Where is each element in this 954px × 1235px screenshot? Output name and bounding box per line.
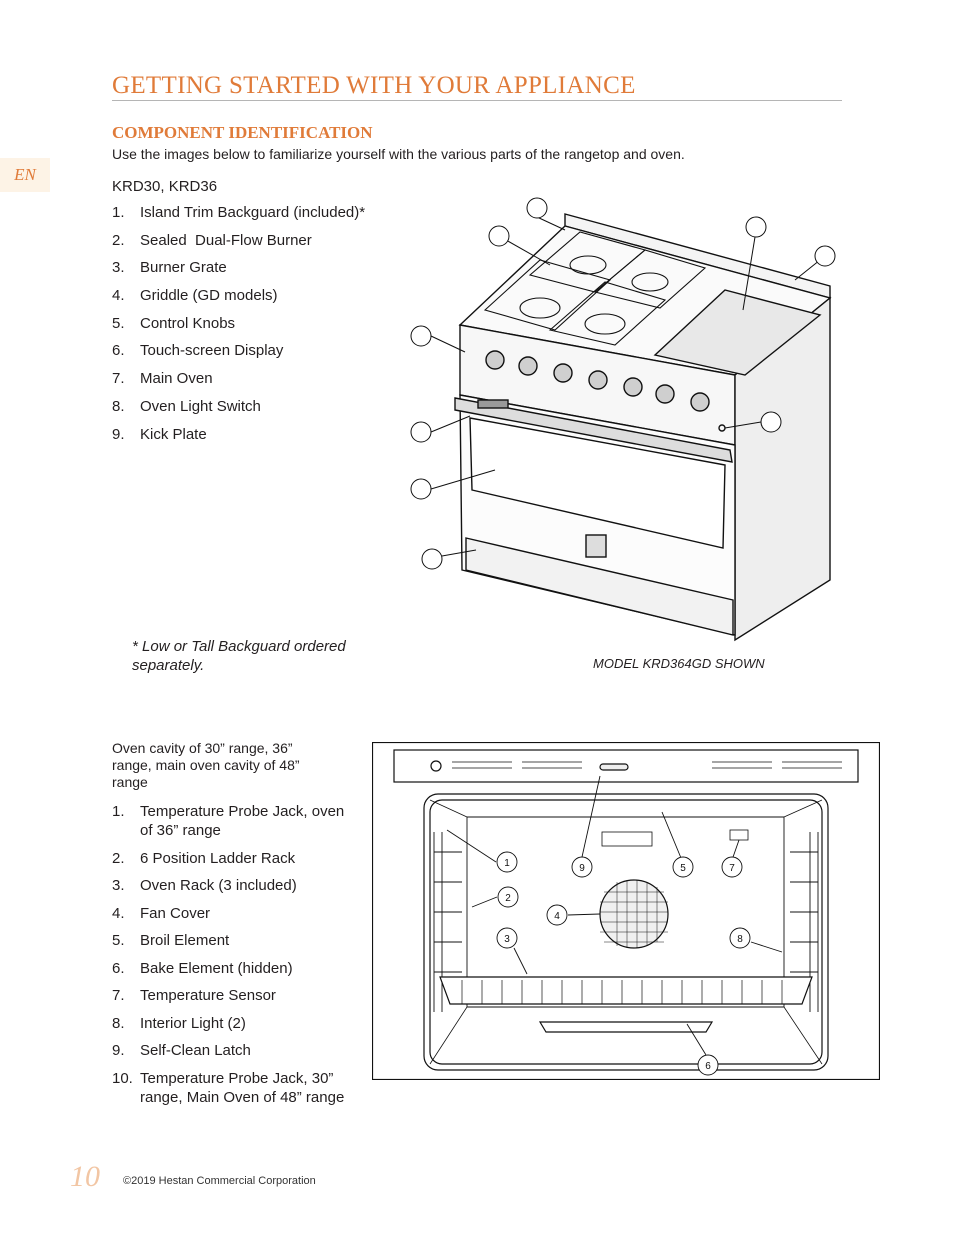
item-number: 8. (112, 1014, 125, 1032)
item-label: Temperature Probe Jack, oven (140, 803, 345, 820)
item-label: Broil Element (140, 932, 230, 949)
item-label-continued: of 36” range (140, 822, 221, 839)
item-label: Oven Light Switch (140, 397, 261, 415)
item-label: Burner Grate (140, 259, 227, 277)
callout-label: 4 (554, 911, 560, 922)
callout-label: 6 (705, 1061, 711, 1072)
item-label: Bake Element (hidden) (140, 959, 293, 977)
item-label: Kick Plate (140, 425, 207, 443)
page-number: 10 (70, 1160, 100, 1193)
item-label: Sealed Dual-Flow Burner (140, 231, 312, 249)
item-number: 8. (112, 397, 125, 415)
item-number: 1. (112, 204, 125, 221)
list-item: 6. Bake Element (hidden) (112, 959, 344, 978)
list-item: 8. Oven Light Switch (112, 397, 365, 416)
callout-label: 3 (504, 934, 510, 945)
item-number: 9. (112, 425, 125, 443)
item-label: Main Oven (140, 370, 213, 388)
oven-cavity-illustration: 1 2 3 4 5 6 7 8 9 (372, 742, 880, 1080)
list-item: 10. Temperature Probe Jack, 30”range, Mai… (112, 1069, 344, 1107)
copyright-notice: ©2019 Hestan Commercial Corporation (123, 1175, 316, 1187)
callout-label: 2 (505, 893, 511, 904)
callout-label: 1 (504, 858, 510, 869)
backguard-note: * Low or Tall Backguard ordered separatel… (132, 637, 346, 675)
intro-line: range, main oven cavity of 48” (112, 757, 300, 773)
item-number: 5. (112, 932, 125, 949)
oven-cavity-intro: Oven cavity of 30” range, 36”range, main… (112, 740, 362, 791)
section-intro: Use the images below to familiarize your… (112, 146, 685, 162)
item-label: Control Knobs (140, 314, 236, 332)
item-label-continued: range, Main Oven of 48” range (140, 1088, 345, 1106)
item-label: Oven Rack (3 included) (140, 877, 297, 894)
item-number: 2. (112, 849, 125, 867)
rangetop-model-heading: KRD30, KRD36 (112, 178, 218, 195)
list-item: 5. Broil Element (112, 931, 344, 950)
item-number: 5. (112, 314, 125, 332)
item-number: 3. (112, 877, 125, 894)
intro-line: Oven cavity of 30” range, 36” (112, 740, 293, 756)
callout-label: 5 (680, 863, 686, 874)
item-number: 1. (112, 803, 125, 820)
list-item: 1. Temperature Probe Jack, oven of 36” ran… (112, 802, 344, 840)
item-label: Temperature Sensor (140, 987, 276, 1004)
note-line: * Low or Tall Backguard ordered (132, 638, 346, 655)
list-item: 9. Kick Plate (112, 425, 365, 444)
list-item: 2. 6 Position Ladder Rack (112, 849, 344, 868)
callout-label: 7 (729, 863, 735, 874)
language-tab: EN (0, 158, 50, 192)
item-number: 6. (112, 959, 125, 977)
item-label: Temperature Probe Jack, 30” (140, 1069, 334, 1087)
item-label: Island Trim Backguard (included)* (140, 204, 366, 221)
list-item: 9. Self-Clean Latch (112, 1041, 344, 1060)
callout-label: 9 (579, 863, 585, 874)
list-item: 2. Sealed Dual-Flow Burner (112, 231, 365, 250)
list-item: 3. Burner Grate (112, 258, 365, 277)
item-number: 10. (112, 1069, 133, 1087)
rangetop-parts-list: 1. Island Trim Backguard (included)* 2. Se… (112, 203, 365, 452)
model-caption: MODEL KRD364GD SHOWN (593, 656, 765, 671)
item-number: 4. (112, 904, 125, 922)
item-number: 2. (112, 231, 125, 249)
section-heading: COMPONENT IDENTIFICATION (112, 123, 373, 142)
list-item: 7. Main Oven (112, 369, 365, 388)
list-item: 1. Island Trim Backguard (included)* (112, 203, 365, 222)
item-number: 6. (112, 342, 125, 360)
list-item: 4. Fan Cover (112, 904, 344, 923)
item-label: Fan Cover (140, 904, 211, 922)
item-label: 6 Position Ladder Rack (140, 849, 296, 867)
list-item: 4. Griddle (GD models) (112, 286, 365, 305)
list-item: 7. Temperature Sensor (112, 986, 344, 1005)
list-item: 8. Interior Light (2) (112, 1014, 344, 1033)
list-item: 6. Touch-screen Display (112, 341, 365, 360)
range-illustration (410, 197, 836, 642)
item-number: 7. (112, 370, 125, 388)
item-label: Interior Light (2) (140, 1014, 246, 1032)
callout-label: 8 (737, 934, 743, 945)
item-number: 3. (112, 259, 125, 277)
language-label: EN (14, 165, 36, 184)
list-item: 3. Oven Rack (3 included) (112, 876, 344, 895)
item-label: Touch-screen Display (140, 342, 284, 360)
page-title: GETTING STARTED WITH YOUR APPLIANCE (112, 72, 636, 99)
note-line: separately. (132, 657, 205, 674)
item-number: 7. (112, 987, 125, 1004)
intro-line: range (112, 774, 148, 790)
title-divider (112, 100, 842, 101)
list-item: 5. Control Knobs (112, 314, 365, 333)
item-number: 9. (112, 1042, 125, 1059)
item-label: Self-Clean Latch (140, 1042, 251, 1059)
oven-parts-list: 1. Temperature Probe Jack, oven of 36” ran… (112, 802, 344, 1115)
item-label: Griddle (GD models) (140, 287, 278, 305)
item-number: 4. (112, 287, 125, 305)
